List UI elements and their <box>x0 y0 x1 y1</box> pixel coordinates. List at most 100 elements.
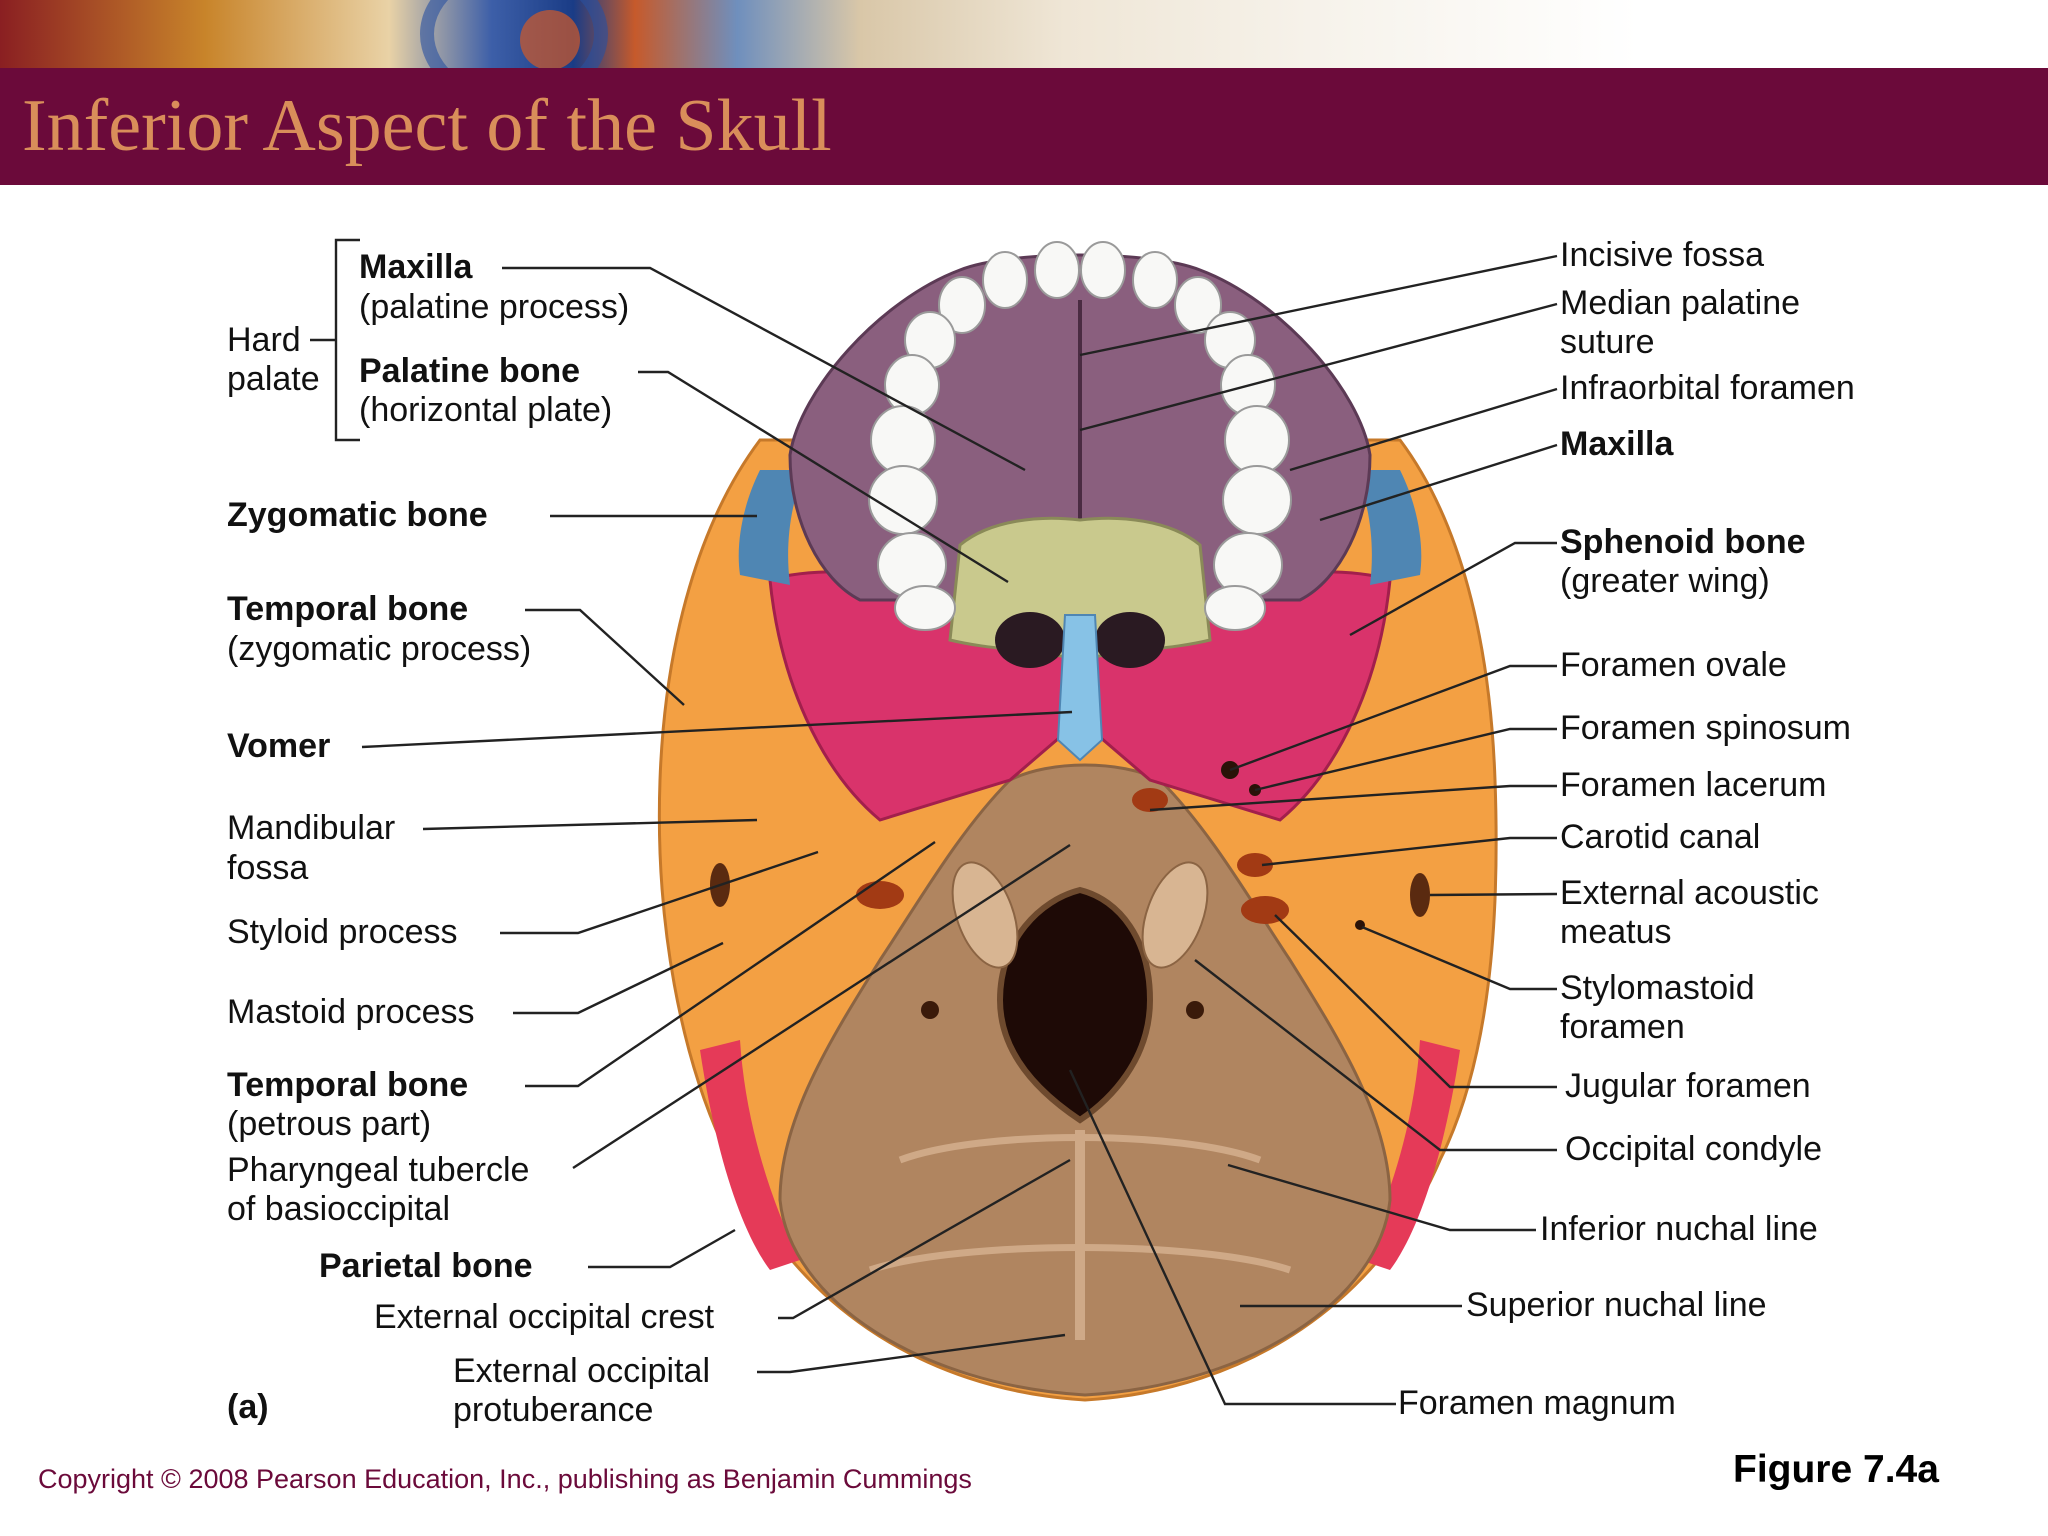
leader-occipital-condyle <box>1194 959 1557 1152</box>
carotid-canal-mark <box>1237 853 1273 877</box>
leader-lines <box>361 254 1558 1406</box>
skull-illustration <box>657 253 1498 1402</box>
tooth-r7 <box>1222 465 1292 535</box>
copyright-notice: Copyright © 2008 Pearson Education, Inc.… <box>38 1464 972 1494</box>
label-occipital-condyle: Occipital condyle <box>1565 1130 1822 1168</box>
label-inferior-nuchal: Inferior nuchal line <box>1540 1210 1818 1248</box>
tooth-l3 <box>938 276 986 334</box>
tooth-r2 <box>1132 251 1178 309</box>
posterior-nasal-aperture-left <box>995 612 1065 668</box>
label-ext-occ-prot-2: protuberance <box>453 1391 653 1429</box>
tooth-l7 <box>868 465 938 535</box>
label-carotid: Carotid canal <box>1560 818 1760 856</box>
leader-incisive-fossa <box>1079 254 1558 357</box>
label-styloid: Styloid process <box>227 913 458 951</box>
label-stylomastoid-2: foramen <box>1560 1008 1685 1046</box>
label-median-palatine-1: Median palatine <box>1560 284 1800 322</box>
leader-ext-occ-crest <box>778 1158 1071 1320</box>
tooth-r3 <box>1174 276 1222 334</box>
condylar-canal-left <box>921 1001 939 1019</box>
tooth-r6 <box>1224 405 1290 475</box>
jugular-foramen-left-mark <box>856 881 904 909</box>
panel-letter: (a) <box>227 1388 269 1426</box>
label-median-palatine-2: suture <box>1560 323 1655 361</box>
jugular-foramen-mark <box>1241 896 1289 924</box>
label-hard-palate-2: palate <box>227 360 320 398</box>
parietal-bone-region-left <box>700 1040 800 1270</box>
label-ext-occ-prot-1: External occipital <box>453 1352 710 1390</box>
leader-parietal <box>588 1228 736 1269</box>
label-mandibular-2: fossa <box>227 849 308 887</box>
vomer-region <box>1056 614 1104 762</box>
label-palatine-bone: Palatine bone <box>359 352 580 390</box>
leader-infraorbital <box>1289 387 1558 472</box>
leader-palatine-bone <box>638 370 1009 584</box>
label-palatine-bone-sub: (horizontal plate) <box>359 391 612 429</box>
leader-maxilla-right <box>1319 443 1558 522</box>
label-foramen-spinosum: Foramen spinosum <box>1560 709 1851 747</box>
label-foramen-magnum: Foramen magnum <box>1398 1384 1676 1422</box>
inferior-nuchal-line-mark <box>898 1134 1262 1164</box>
leader-foramen-magnum <box>1068 1069 1396 1406</box>
zygomatic-bone-right <box>1355 470 1422 585</box>
label-maxilla-palatine-sub: (palatine process) <box>359 288 629 326</box>
hard-palate-bracket <box>310 238 360 442</box>
label-foramen-ovale: Foramen ovale <box>1560 646 1787 684</box>
label-incisive-fossa: Incisive fossa <box>1560 236 1764 274</box>
tooth-l2 <box>982 251 1028 309</box>
leader-ext-occ-prot <box>757 1333 1066 1374</box>
label-jugular: Jugular foramen <box>1565 1067 1811 1105</box>
decorative-banner <box>0 0 2048 68</box>
label-hard-palate-1: Hard <box>227 321 301 359</box>
leader-foramen-spinosum <box>1254 727 1557 792</box>
leader-mandibular <box>422 818 758 831</box>
banner-swirl <box>420 0 608 68</box>
tooth-l5 <box>884 354 940 416</box>
leader-vomer <box>361 710 1073 749</box>
left-labels: Hard palate Maxilla (palatine process) P… <box>227 248 715 1429</box>
label-maxilla-right: Maxilla <box>1560 425 1674 463</box>
label-pharyngeal-2: of basioccipital <box>227 1190 450 1228</box>
label-temporal-zyg: Temporal bone <box>227 590 468 628</box>
label-vomer: Vomer <box>227 727 330 765</box>
tooth-r1 <box>1080 241 1126 299</box>
leader-mastoid <box>513 941 724 1015</box>
foramen-lacerum-mark <box>1132 788 1168 812</box>
leader-ext-acoustic <box>1429 892 1558 897</box>
figure-number: Figure 7.4a <box>1733 1448 1939 1491</box>
leader-inferior-nuchal <box>1227 1163 1536 1232</box>
label-infraorbital: Infraorbital foramen <box>1560 369 1855 407</box>
label-ext-acoustic-1: External acoustic <box>1560 874 1819 912</box>
tooth-r9 <box>1204 585 1266 631</box>
label-mastoid: Mastoid process <box>227 993 475 1031</box>
leader-sphenoid <box>1349 541 1557 637</box>
leader-styloid <box>500 850 819 935</box>
label-foramen-lacerum: Foramen lacerum <box>1560 766 1826 804</box>
leader-carotid <box>1261 836 1557 867</box>
occipital-condyle-right <box>1141 861 1209 969</box>
label-parietal: Parietal bone <box>319 1247 533 1285</box>
title-bar: Inferior Aspect of the Skull <box>0 68 2048 185</box>
external-acoustic-meatus-mark <box>1410 873 1430 917</box>
label-temporal-zyg-sub: (zygomatic process) <box>227 630 531 668</box>
leader-pharyngeal <box>572 843 1071 1170</box>
tooth-l9 <box>894 585 956 631</box>
dental-arch <box>868 241 1292 631</box>
label-maxilla-palatine: Maxilla <box>359 248 473 286</box>
label-mandibular-1: Mandibular <box>227 809 395 847</box>
leader-median-palatine <box>1079 302 1558 432</box>
banner-blot <box>520 10 580 68</box>
zygomatic-bone-left <box>738 470 805 585</box>
superior-nuchal-line-mark <box>868 1244 1292 1274</box>
right-labels: Incisive fossa Median palatine suture In… <box>1398 236 1855 1422</box>
label-ext-acoustic-2: meatus <box>1560 913 1672 951</box>
label-stylomastoid-1: Stylomastoid <box>1560 969 1755 1007</box>
leader-jugular <box>1274 914 1557 1089</box>
leader-foramen-ovale <box>1229 664 1557 772</box>
leader-foramen-lacerum <box>1149 784 1557 812</box>
label-temporal-pet: Temporal bone <box>227 1066 468 1104</box>
label-zygomatic-bone: Zygomatic bone <box>227 496 488 534</box>
leader-temporal-zyg <box>525 608 685 706</box>
posterior-nasal-aperture-right <box>1095 612 1165 668</box>
